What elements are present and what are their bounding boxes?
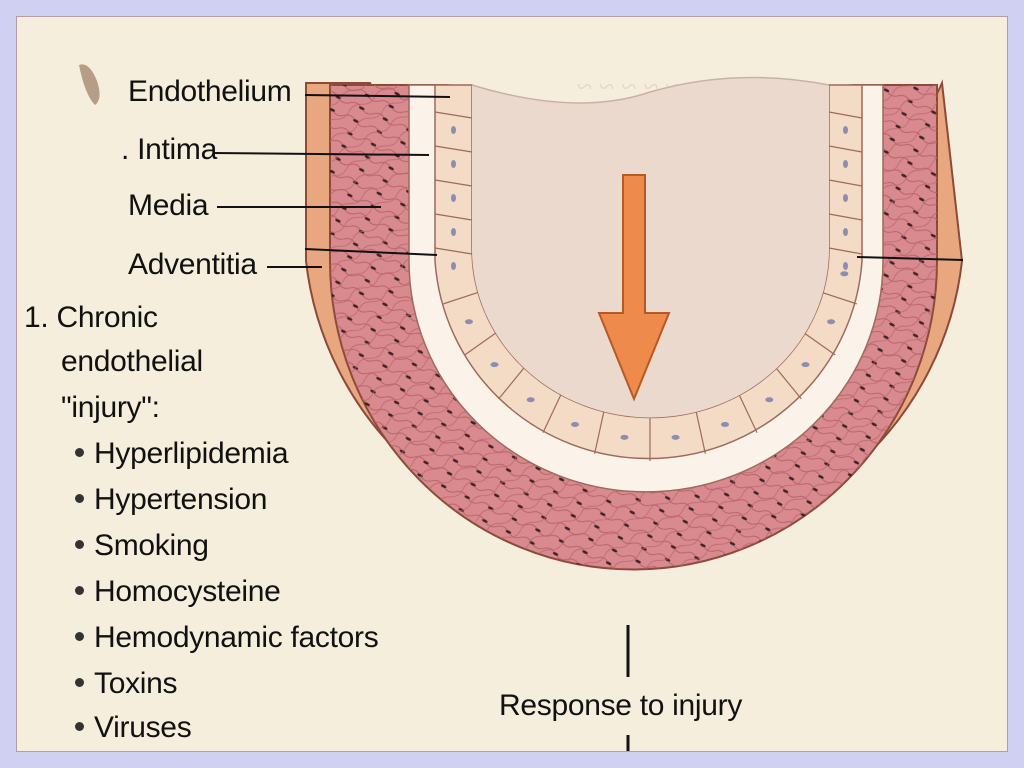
cause-item: Hemodynamic factors [75,621,379,655]
bullet-icon [75,539,84,549]
cross-section-line-right [856,256,964,261]
cell-wall [434,111,473,119]
cell-nucleus [451,126,456,134]
bullet-icon [75,677,84,687]
cause-item: Smoking [75,529,209,563]
cell-nucleus [843,194,848,202]
bullet-icon [75,631,84,641]
cell-wall [828,179,863,187]
cell-nucleus [843,228,848,236]
cell-wall [542,394,562,433]
cross-section-line-left [304,248,438,256]
paper-speck [79,64,100,105]
endothelium-label: Endothelium [128,75,292,108]
cell-wall [443,291,479,305]
cell-nucleus [843,126,848,134]
cell-wall [828,247,863,255]
media-label: Media [128,189,209,222]
cell-nucleus [843,160,848,168]
bullet-icon [75,493,84,503]
cause-heading-line2: endothelial [61,345,203,378]
cause-item: Hypertension [75,483,267,517]
cell-nucleus [464,319,473,325]
cause-item: Hyperlipidemia [75,437,289,471]
cell-wall [821,291,857,305]
adventitia-label: Adventitia [128,248,257,281]
figure-panel: ~ ~ ~ ~ ~ ~ ~ [16,16,1008,752]
response-label: Response to injury [499,689,743,722]
cell-nucleus [451,262,456,270]
cell-wall [803,332,836,356]
cell-nucleus [843,262,848,270]
cell-wall [828,213,863,221]
bullet-icon [75,585,84,595]
bullet-icon [75,721,84,731]
cell-wall [738,394,758,433]
cell-wall [464,332,497,356]
cause-item: Homocysteine [75,575,281,609]
cause-item: Toxins [75,667,178,701]
cell-wall [828,111,863,119]
cell-nucleus [451,228,456,236]
cell-nucleus [840,271,849,277]
intima-label-text: Intima [137,133,217,166]
cell-wall [498,367,525,400]
cell-nucleus [570,422,579,428]
intima-leader [212,152,430,156]
cell-nucleus [451,160,456,168]
bullet-icon [75,447,84,457]
cell-nucleus [721,422,730,428]
cell-wall [434,179,473,187]
cell-wall [434,145,473,153]
cause-heading-line1: 1. Chronic [24,301,158,334]
cause-item: Viruses [75,711,192,745]
cell-nucleus [801,362,810,368]
cell-wall [695,411,706,454]
cell-nucleus [827,319,836,325]
lumen [472,77,829,418]
cause-heading-line3: "injury": [61,391,160,424]
endothelium-leader [304,94,451,98]
cell-nucleus [671,434,680,440]
cell-wall [775,367,802,400]
cell-wall [434,213,473,221]
cell-wall [594,411,605,454]
cell-nucleus [451,194,456,202]
cell-nucleus [620,434,629,440]
cell-nucleus [490,362,499,368]
cell-nucleus [765,397,774,403]
intima-label: . Intima [121,133,217,166]
cell-wall [434,247,473,255]
injury-arrow-icon [597,174,671,402]
artery-illustration [79,64,964,751]
cell-wall [828,145,863,153]
cell-nucleus [526,397,535,403]
